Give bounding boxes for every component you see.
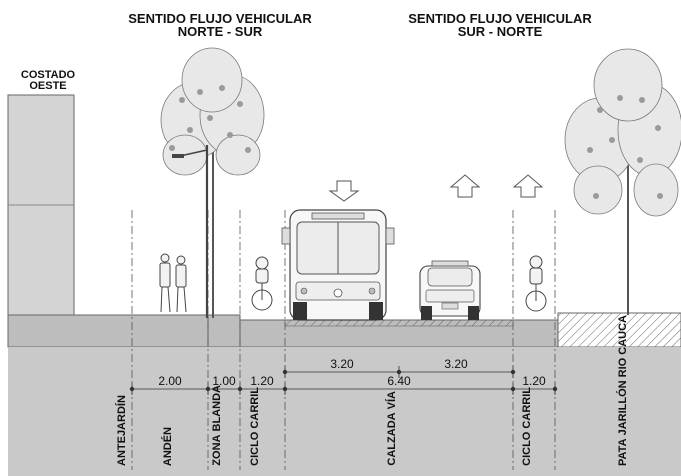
zone-anden: ANDÉN [162,426,174,466]
dimension-lane-right: 3.20 [444,357,468,371]
car-icon [419,260,481,320]
zone-antejardin: ANTEJARDÍN [116,395,128,466]
zone-label-line1: CALZADA [386,412,398,466]
zone-label-line1: ANTEJARDÍN [116,395,128,466]
zone-label-line2: CARRIL [249,387,261,429]
zone-label-line1: ZONA [211,434,223,466]
zone-label-line1: CICLO [521,431,533,466]
zone-zona-blanda: ZONA BLANDA [211,385,223,466]
arrow-up-icon [449,174,481,198]
flow-heading-line2: SUR - NORTE [457,24,543,39]
flow-heading-north-south: SENTIDO FLUJO VEHICULAR NORTE - SUR [100,12,340,38]
tree-icon [564,48,681,315]
building-icon [7,94,75,316]
flow-heading-south-north: SENTIDO FLUJO VEHICULAR SUR - NORTE [380,12,620,38]
street-lamp-icon [172,145,209,318]
side-label-line2: OESTE [29,80,67,92]
info-band [8,347,681,476]
cyclist-icon [251,256,273,311]
soft-zone-band [207,314,241,348]
arrow-up-icon [512,174,544,198]
zone-label-line1: PATA [617,438,629,467]
dimension-lane-left: 3.20 [330,357,354,371]
sidewalk-band [7,314,209,348]
zone-label-line2: CARRIL [521,387,533,429]
road-surface [284,319,514,327]
side-label-west: COSTADO OESTE [8,70,88,92]
bus-icon [281,209,395,321]
flow-heading-line1: SENTIDO FLUJO VEHICULAR [128,11,312,26]
zone-label-line2: VÍA [386,391,398,410]
dimension-anden: 2.00 [158,374,182,388]
zone-ciclo-left: CICLO CARRIL [249,387,261,466]
side-label-line1: COSTADO [20,69,76,81]
dimension-ciclo-left: 1.20 [250,374,274,388]
zone-pata-jarillon: PATA JARILLÓN RIO CAUCA [617,315,629,467]
flow-heading-line2: NORTE - SUR [177,24,263,39]
zone-label-line2: BLANDA [211,385,223,432]
dimension-roadway: 6.40 [387,374,411,388]
zone-label-line1: CICLO [249,431,261,466]
arrow-down-icon [328,180,360,202]
cyclist-icon [525,255,547,312]
zone-label-line1: ANDÉN [162,426,174,466]
dimension-zona-blanda: 1.00 [212,374,236,388]
pedestrians-icon [159,253,187,313]
zone-label-line2: JARILLÓN [617,380,629,436]
zone-ciclo-right: CICLO CARRIL [521,387,533,466]
zone-label-line3: RIO CAUCA [617,315,629,378]
zone-calzada: CALZADA VÍA [386,391,398,466]
dimension-ciclo-right: 1.20 [522,374,546,388]
flow-heading-line1: SENTIDO FLUJO VEHICULAR [408,11,592,26]
